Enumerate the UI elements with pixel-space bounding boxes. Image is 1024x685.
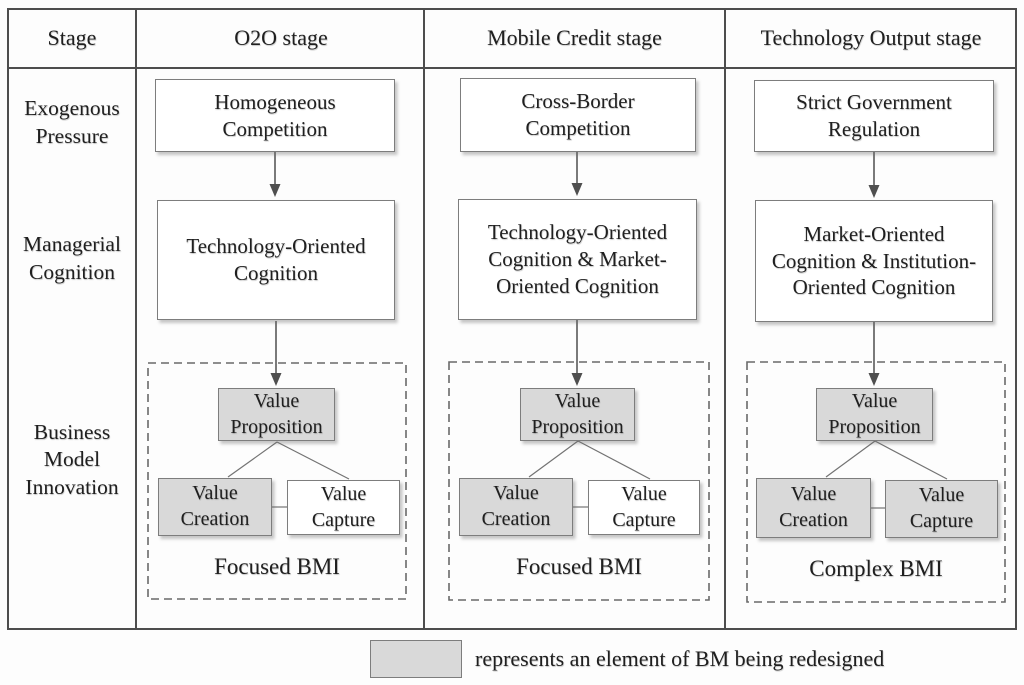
- arrow-pressure-to-cognition-technology-output: [868, 152, 880, 198]
- bmi-type-label-o2o: Focused BMI: [214, 554, 340, 579]
- value-links-technology-output: [825, 440, 948, 509]
- legend-text: represents an element of BM being redesi…: [475, 646, 885, 671]
- row-label-business-model-innovation: Business Model Innovation: [25, 419, 119, 499]
- column-divider-1: [135, 8, 137, 630]
- value-creation-box-mobile-credit: Value Creation: [459, 478, 573, 536]
- managerial-cognition-box-mobile-credit: Technology-Oriented Cognition & Market-O…: [458, 199, 697, 320]
- legend: represents an element of BM being redesi…: [370, 640, 884, 678]
- arrow-pressure-to-cognition-o2o: [269, 152, 281, 197]
- header-row-divider: [7, 67, 1017, 69]
- value-proposition-box-o2o: Value Proposition: [218, 388, 335, 441]
- bmi-type-label-technology-output: Complex BMI: [809, 556, 943, 581]
- value-capture-box-mobile-credit: Value Capture: [588, 480, 700, 535]
- value-links-mobile-credit: [528, 440, 651, 508]
- value-creation-box-technology-output: Value Creation: [756, 478, 871, 538]
- arrow-pressure-to-cognition-mobile-credit: [571, 151, 583, 196]
- header-o2o-stage: O2O stage: [234, 25, 328, 51]
- column-divider-2: [423, 8, 425, 630]
- column-divider-3: [724, 8, 726, 630]
- arrow-cognition-to-bmi-o2o: [270, 321, 282, 386]
- value-capture-box-technology-output: Value Capture: [885, 480, 998, 538]
- header-mobile-credit-stage: Mobile Credit stage: [487, 25, 662, 51]
- exogenous-pressure-box-mobile-credit: Cross-Border Competition: [460, 78, 696, 152]
- exogenous-pressure-box-o2o: Homogeneous Competition: [155, 79, 395, 152]
- managerial-cognition-box-technology-output: Market-Oriented Cognition & Institution-…: [755, 200, 993, 322]
- exogenous-pressure-box-technology-output: Strict Government Regulation: [754, 80, 994, 152]
- managerial-cognition-box-o2o: Technology-Oriented Cognition: [157, 200, 395, 320]
- value-capture-box-o2o: Value Capture: [287, 480, 400, 535]
- value-proposition-box-technology-output: Value Proposition: [816, 388, 933, 441]
- row-label-exogenous-pressure: Exogenous Pressure: [24, 96, 120, 148]
- value-proposition-box-mobile-credit: Value Proposition: [520, 388, 635, 441]
- bmi-boundary-mobile-credit: [448, 361, 710, 601]
- redesigned-element-swatch: [370, 640, 462, 678]
- table-frame: [7, 8, 1017, 630]
- arrow-cognition-to-bmi-mobile-credit: [571, 320, 583, 386]
- value-links-o2o: [227, 441, 350, 508]
- row-label-managerial-cognition: Managerial Cognition: [23, 232, 121, 284]
- arrow-cognition-to-bmi-technology-output: [868, 322, 880, 386]
- bmi-type-label-mobile-credit: Focused BMI: [516, 554, 642, 579]
- bmi-boundary-technology-output: [746, 361, 1006, 603]
- header-technology-output-stage: Technology Output stage: [760, 25, 982, 51]
- header-stage: Stage: [47, 25, 97, 51]
- value-creation-box-o2o: Value Creation: [158, 478, 272, 536]
